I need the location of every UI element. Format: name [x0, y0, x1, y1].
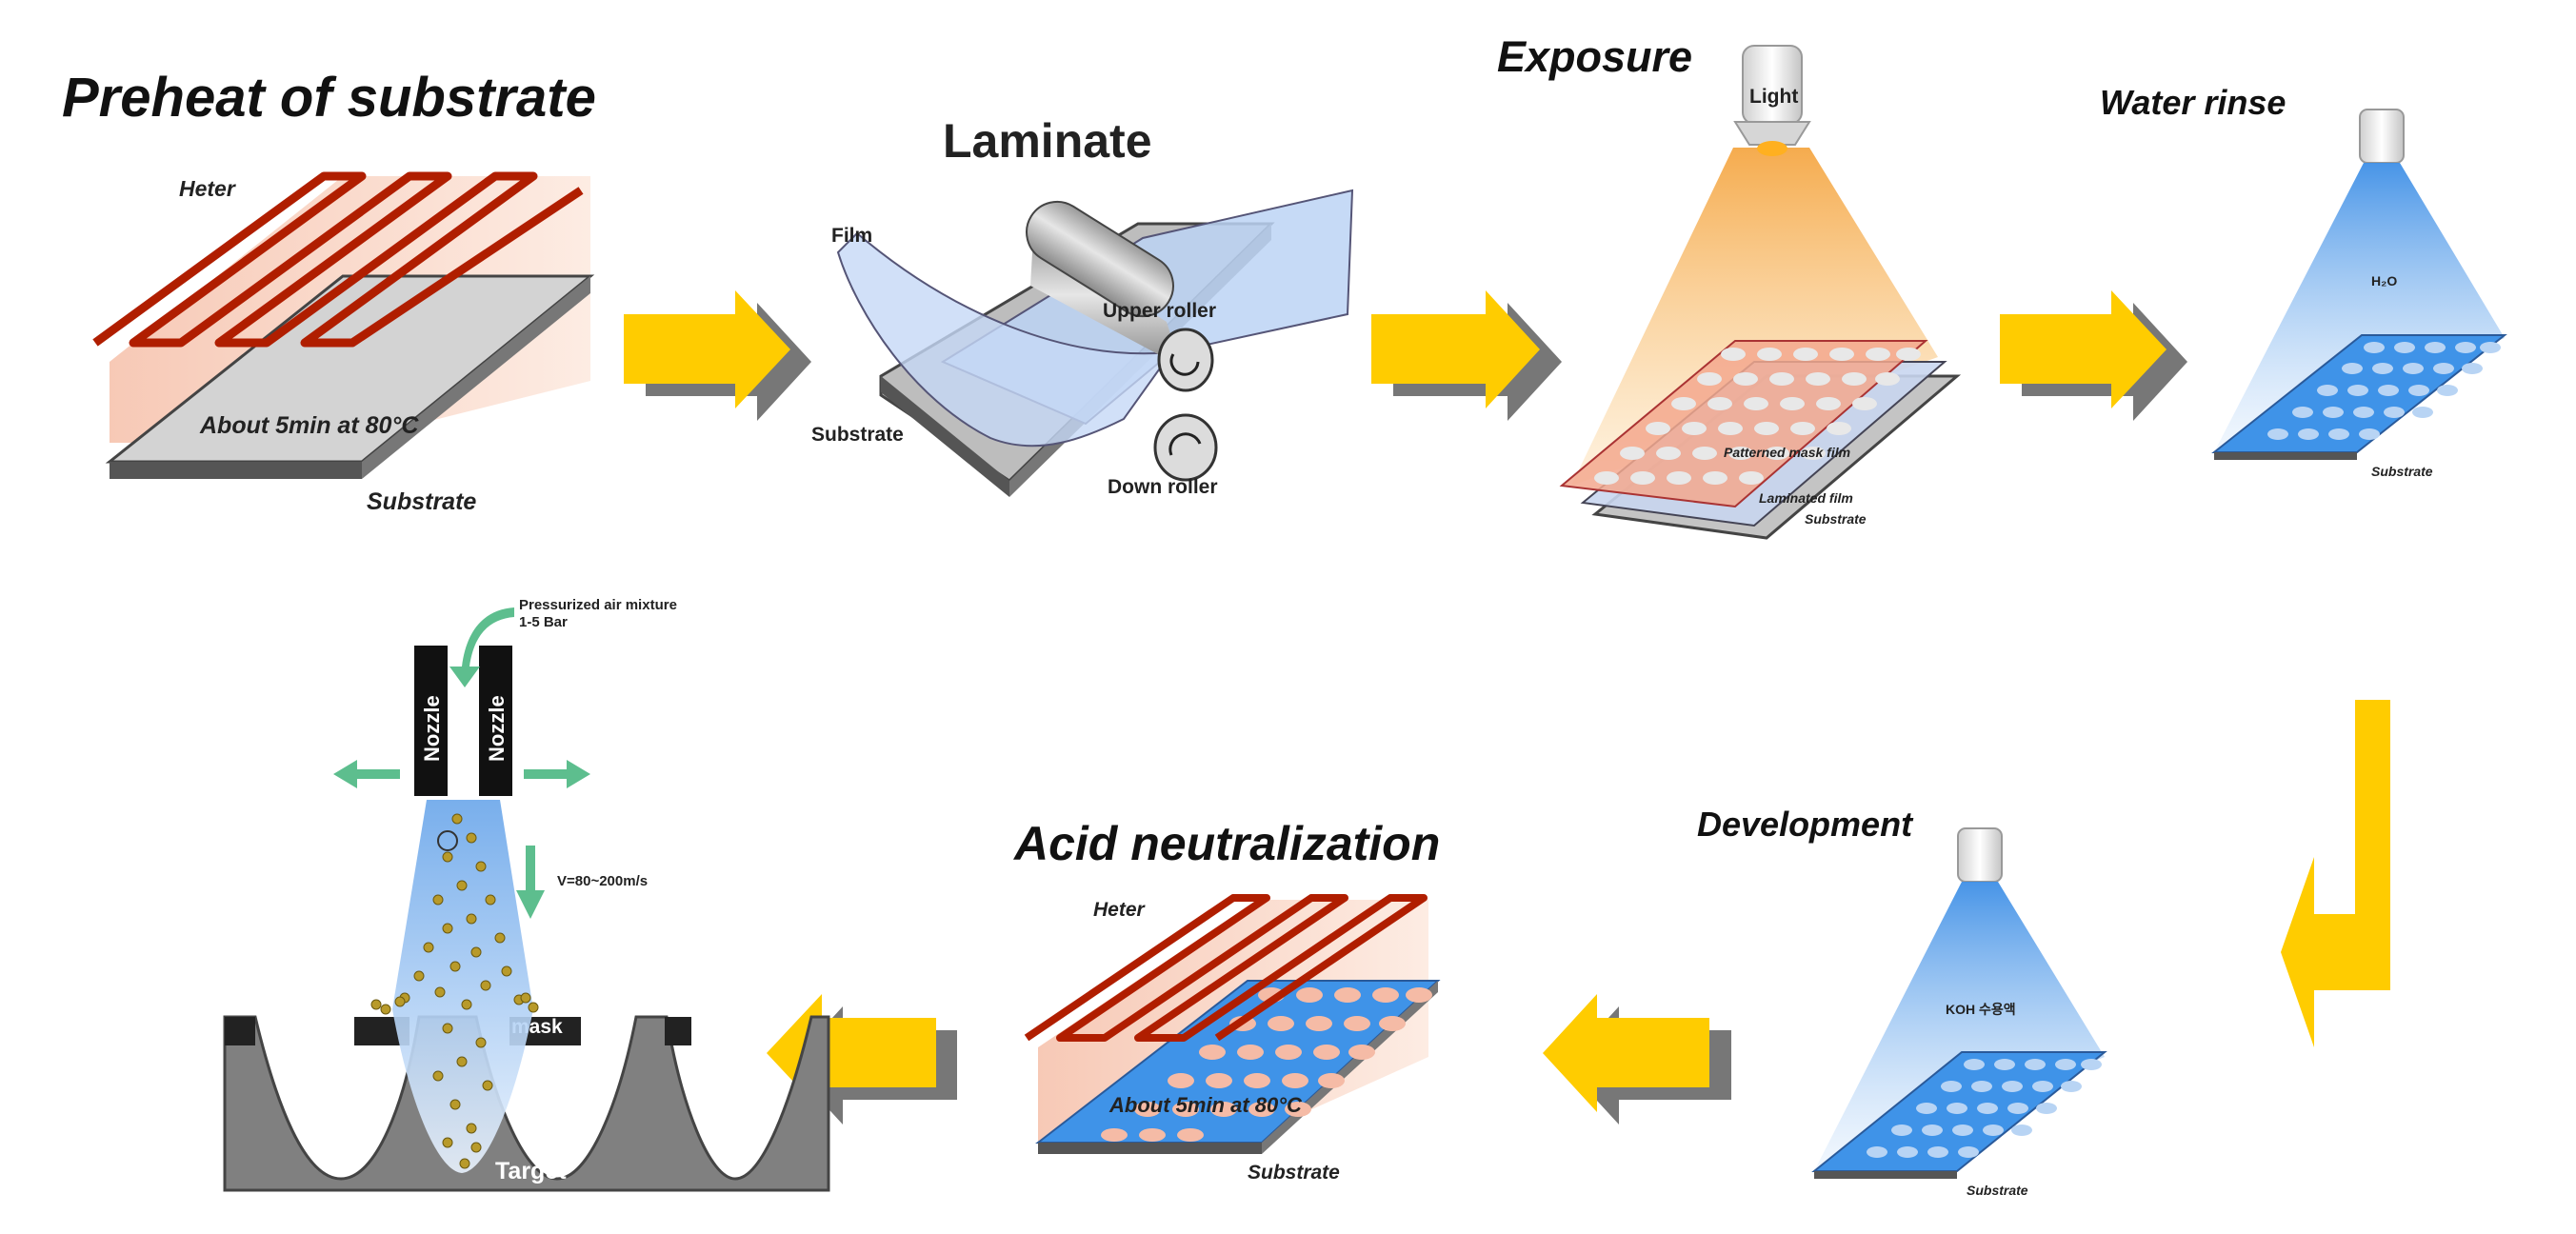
blasting-pressure-label: 1-5 Bar	[519, 614, 568, 630]
preheat-substrate-label: Substrate	[367, 488, 476, 515]
water-rinse-title: Water rinse	[2100, 83, 2286, 122]
water-pattern-dots	[2267, 342, 2501, 440]
development-pattern-dots	[1867, 1059, 2102, 1158]
development-title: Development	[1697, 805, 1914, 844]
blasting-velocity-label: V=80~200m/s	[557, 873, 648, 889]
exposure-laminated-label: Laminated film	[1759, 490, 1853, 506]
step-exposure: Exposure Light Patterned mask film Lamin…	[1497, 32, 1962, 540]
air-inflow-arrow	[449, 607, 514, 687]
water-spray-cone	[2214, 163, 2505, 452]
acid-heater-label: Heter	[1093, 899, 1147, 921]
nozzle-left-label: Nozzle	[420, 695, 444, 762]
target-body	[223, 1015, 830, 1192]
exposure-lamp: Light	[1733, 45, 1811, 156]
down-roller	[1153, 413, 1218, 482]
laminate-film	[836, 231, 1174, 448]
mask-block-1	[225, 1017, 255, 1045]
laminate-substrate-label: Substrate	[811, 424, 904, 446]
blasting-target-label: Target	[495, 1158, 567, 1184]
spread-right-arrow	[524, 760, 590, 788]
exposure-mask-label: Patterned mask film	[1724, 445, 1850, 460]
flow-arrow-1	[624, 290, 811, 421]
development-substrate-label: Substrate	[1967, 1183, 2028, 1198]
laminate-down-roller-label: Down roller	[1108, 476, 1218, 498]
step-laminate: Laminate Film Upper roller Substrate Dow…	[811, 114, 1354, 498]
step-blasting: mask Nozzle Nozzle Pressurized air mixtu…	[223, 597, 830, 1192]
exposure-mask-film	[1559, 340, 1928, 508]
acid-time-label: About 5min at 80°C	[1108, 1093, 1303, 1117]
step-preheat: Preheat of substrate Heter About 5min at…	[62, 67, 596, 515]
development-solution-label: KOH 수용액	[1946, 1002, 2016, 1017]
exposure-light-label: Light	[1749, 86, 1798, 108]
preheat-substrate-side	[362, 276, 590, 479]
preheat-substrate-front	[110, 462, 362, 479]
preheat-time-label: About 5min at 80°C	[199, 412, 419, 439]
water-substrate-label: Substrate	[2371, 464, 2433, 479]
blasting-spray-cone	[392, 800, 533, 1173]
development-nozzle	[1957, 827, 2003, 883]
nozzle-left	[414, 646, 448, 796]
laminate-title: Laminate	[943, 114, 1152, 168]
exposure-mask-holes	[1594, 348, 1921, 485]
flow-arrow-4	[2281, 700, 2390, 1047]
water-label: H₂O	[2371, 273, 2397, 289]
acid-pattern-dots	[1101, 987, 1432, 1142]
upper-roller	[1026, 200, 1214, 392]
exposure-substrate-label: Substrate	[1805, 511, 1867, 527]
nozzle-right-label: Nozzle	[485, 695, 509, 762]
acid-substrate-label: Substrate	[1248, 1162, 1340, 1184]
preheat-heater-coil	[92, 171, 584, 348]
flow-arrow-5	[1543, 994, 1731, 1125]
laminate-film-label: Film	[831, 225, 872, 247]
blasting-air-label: Pressurized air mixture	[519, 597, 677, 613]
flow-arrow-2	[1371, 290, 1562, 421]
acid-heater-coil	[1024, 894, 1428, 1042]
spread-left-arrow	[333, 760, 400, 788]
step-acid: Acid neutralization Heter About 5min at …	[1012, 817, 1441, 1184]
step-water-rinse: Water rinse H₂O Substrate	[2100, 83, 2507, 479]
blasting-particles	[370, 813, 539, 1169]
velocity-arrow	[516, 846, 545, 919]
preheat-heater-label: Heter	[179, 176, 236, 201]
preheat-title: Preheat of substrate	[62, 67, 596, 129]
blasting-particle-highlight	[437, 830, 458, 851]
nozzle-right	[479, 646, 512, 796]
mask-block-4	[665, 1017, 691, 1045]
step-development: Development KOH 수용액 Substrate	[1697, 805, 2107, 1198]
flow-arrow-3	[2000, 290, 2187, 421]
acid-title: Acid neutralization	[1012, 817, 1440, 870]
development-spray-cone	[1814, 882, 2105, 1171]
exposure-title: Exposure	[1497, 32, 1692, 81]
water-nozzle	[2359, 109, 2405, 164]
laminate-upper-roller-label: Upper roller	[1103, 300, 1216, 322]
